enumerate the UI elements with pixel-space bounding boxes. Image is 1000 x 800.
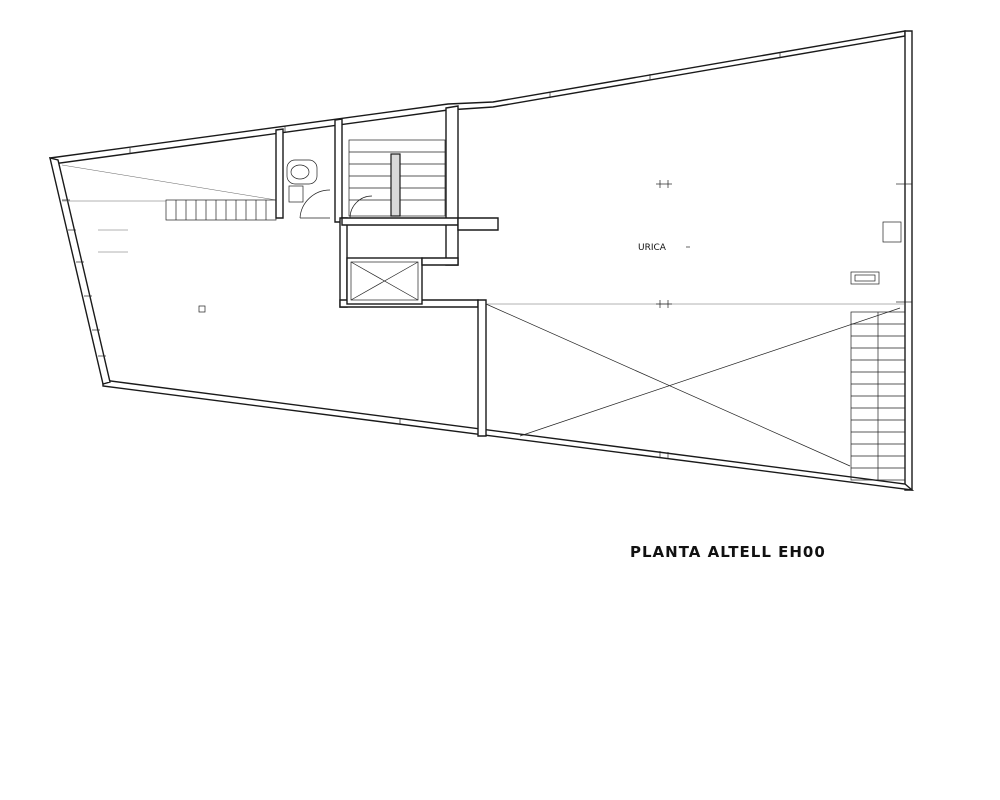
open-void: [485, 180, 906, 481]
light-fixture-icon: [656, 300, 672, 308]
plan-title: PLANTA ALTELL EH00: [630, 543, 826, 561]
appliance-box: [882, 221, 902, 243]
service-core: [275, 105, 499, 437]
room-label: URICA: [638, 243, 667, 253]
mezzanine-left: [61, 164, 277, 313]
light-fixture-icon: [656, 180, 672, 188]
outer-walls: [48, 30, 915, 491]
appliance-box: [850, 271, 880, 285]
